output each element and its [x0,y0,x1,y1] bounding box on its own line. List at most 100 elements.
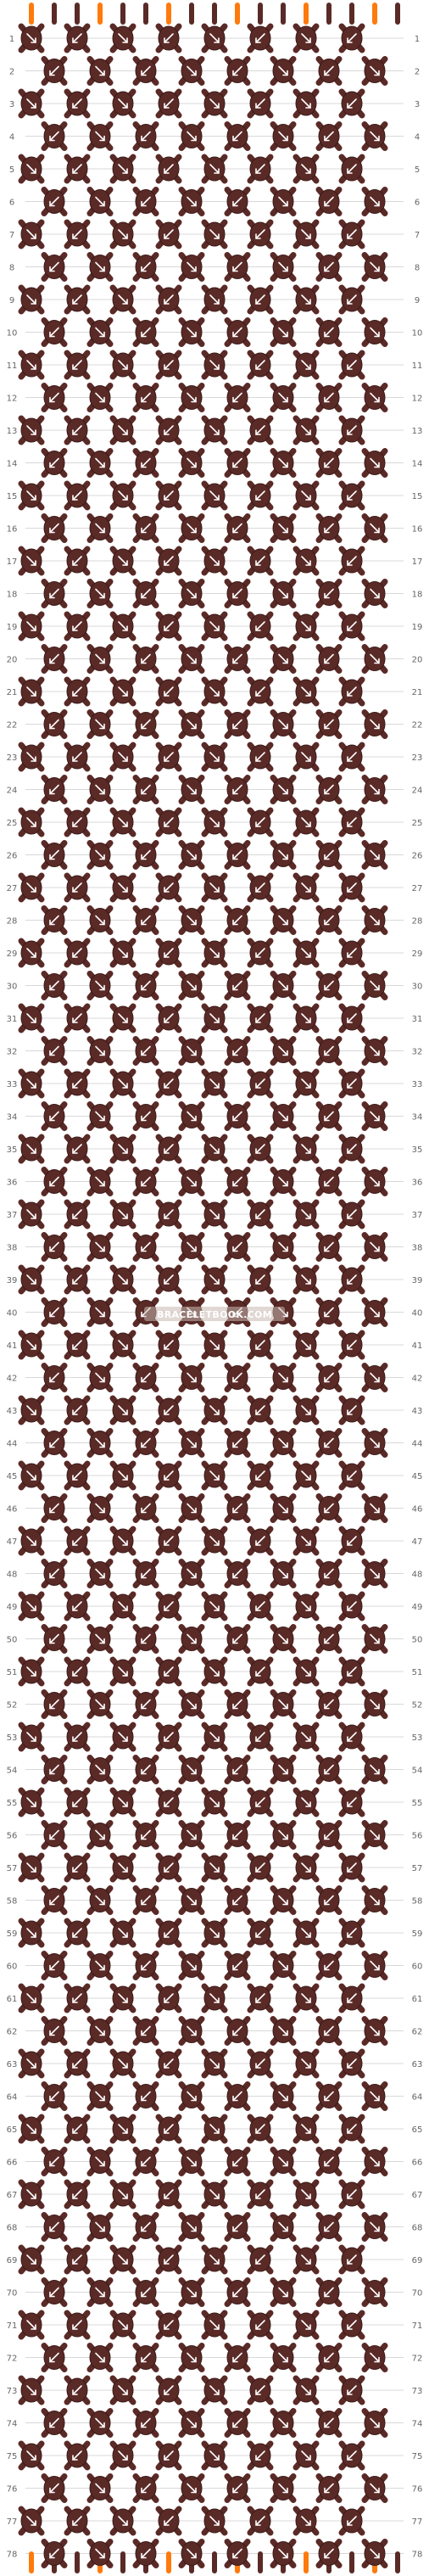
row-number: 63 [412,2060,423,2069]
diagonal-arrow-icon [187,2483,197,2494]
row-number: 61 [7,1995,18,2004]
diagonal-arrow-icon [370,1045,380,1056]
diagonal-arrow-icon [209,2189,220,2199]
diagonal-arrow-icon [232,1045,242,1056]
diagonal-arrow-icon [209,360,220,370]
diagonal-arrow-icon [278,131,288,142]
row-number: 68 [412,2224,423,2233]
diagonal-arrow-icon [118,1732,128,1742]
row-number: 64 [7,2093,18,2103]
row-number: 13 [7,427,18,436]
diagonal-arrow-icon [370,719,380,730]
row-number: 25 [412,819,423,828]
diagonal-arrow-icon [347,2058,357,2069]
diagonal-arrow-icon [187,196,197,207]
diagonal-arrow-icon [209,817,220,827]
diagonal-arrow-icon [278,1372,288,1383]
diagonal-arrow-icon [26,1144,36,1154]
diagonal-arrow-icon [141,1372,151,1383]
diagonal-arrow-icon [141,327,151,338]
row-number: 46 [412,1505,423,1515]
diagonal-arrow-icon [324,1241,334,1252]
diagonal-arrow-icon [370,1633,380,1644]
row-number: 26 [7,852,18,861]
diagonal-arrow-icon [118,164,128,174]
row-number: 71 [412,2321,423,2331]
diagonal-arrow-icon [187,523,197,534]
diagonal-arrow-icon [72,164,82,174]
row-number: 49 [412,1603,423,1612]
diagonal-arrow-icon [187,980,197,991]
diagonal-arrow-icon [141,784,151,795]
diagonal-arrow-icon [118,1209,128,1219]
diagonal-arrow-icon [209,2450,220,2461]
diagonal-arrow-icon [49,261,59,272]
row-number: 40 [7,1309,18,1319]
diagonal-arrow-icon [187,2287,197,2298]
diagonal-arrow-icon [95,2156,105,2167]
diagonal-arrow-icon [118,1601,128,1611]
diagonal-arrow-icon [164,752,174,762]
diagonal-arrow-icon [370,1764,380,1775]
row-number: 33 [412,1080,423,1089]
diagonal-arrow-icon [72,425,82,435]
diagonal-arrow-icon [187,2091,197,2102]
row-number: 72 [7,2355,18,2364]
diagonal-arrow-icon [370,327,380,338]
diagonal-arrow-icon [278,1568,288,1579]
diagonal-arrow-icon [370,1699,380,1710]
diagonal-arrow-icon [232,1241,242,1252]
diagonal-arrow-icon [187,1829,197,1840]
row-number: 8 [9,264,14,273]
diagonal-arrow-icon [209,1340,220,1350]
diagonal-arrow-icon [324,1176,334,1187]
diagonal-arrow-icon [255,948,265,958]
diagonal-arrow-icon [232,2221,242,2232]
row-number: 69 [412,2256,423,2265]
diagonal-arrow-icon [347,2254,357,2265]
diagonal-arrow-icon [95,261,105,272]
diagonal-arrow-icon [232,2417,242,2428]
diagonal-arrow-icon [164,490,174,501]
diagonal-arrow-icon [141,980,151,991]
diagonal-arrow-icon [370,1437,380,1448]
diagonal-arrow-icon [26,556,36,566]
diagonal-arrow-icon [324,2548,334,2559]
diagonal-arrow-icon [324,1568,334,1579]
diagonal-arrow-icon [370,2483,380,2494]
diagonal-arrow-icon [95,653,105,664]
diagonal-arrow-icon [301,752,311,762]
diagonal-arrow-icon [95,327,105,338]
diagonal-arrow-icon [278,784,288,795]
diagonal-arrow-icon [26,1732,36,1742]
diagonal-arrow-icon [370,1829,380,1840]
row-number: 69 [7,2256,18,2265]
diagonal-arrow-icon [26,1797,36,1807]
diagonal-arrow-icon [370,1307,380,1318]
diagonal-arrow-icon [301,1797,311,1807]
row-number: 4 [9,133,14,143]
row-number: 34 [7,1113,18,1123]
diagonal-arrow-icon [255,817,265,827]
diagonal-arrow-icon [232,1633,242,1644]
diagonal-arrow-icon [187,1633,197,1644]
diagonal-arrow-icon [347,1013,357,1023]
diagonal-arrow-icon [324,2417,334,2428]
row-number: 12 [412,395,423,404]
diagonal-arrow-icon [164,294,174,305]
diagonal-arrow-icon [255,1666,265,1677]
diagonal-arrow-icon [278,2417,288,2428]
row-number: 17 [7,557,18,567]
diagonal-arrow-icon [95,1829,105,1840]
diagonal-arrow-icon [164,1536,174,1546]
diagonal-arrow-icon [255,425,265,435]
diagonal-arrow-icon [301,1340,311,1350]
diagonal-arrow-icon [370,392,380,403]
diagonal-arrow-icon [209,1536,220,1546]
diagonal-arrow-icon [232,2548,242,2559]
diagonal-arrow-icon [164,1078,174,1089]
diagonal-arrow-icon [49,1829,59,1840]
row-number: 78 [7,2551,18,2560]
diagonal-arrow-icon [26,2320,36,2330]
diagonal-arrow-icon [118,2189,128,2199]
